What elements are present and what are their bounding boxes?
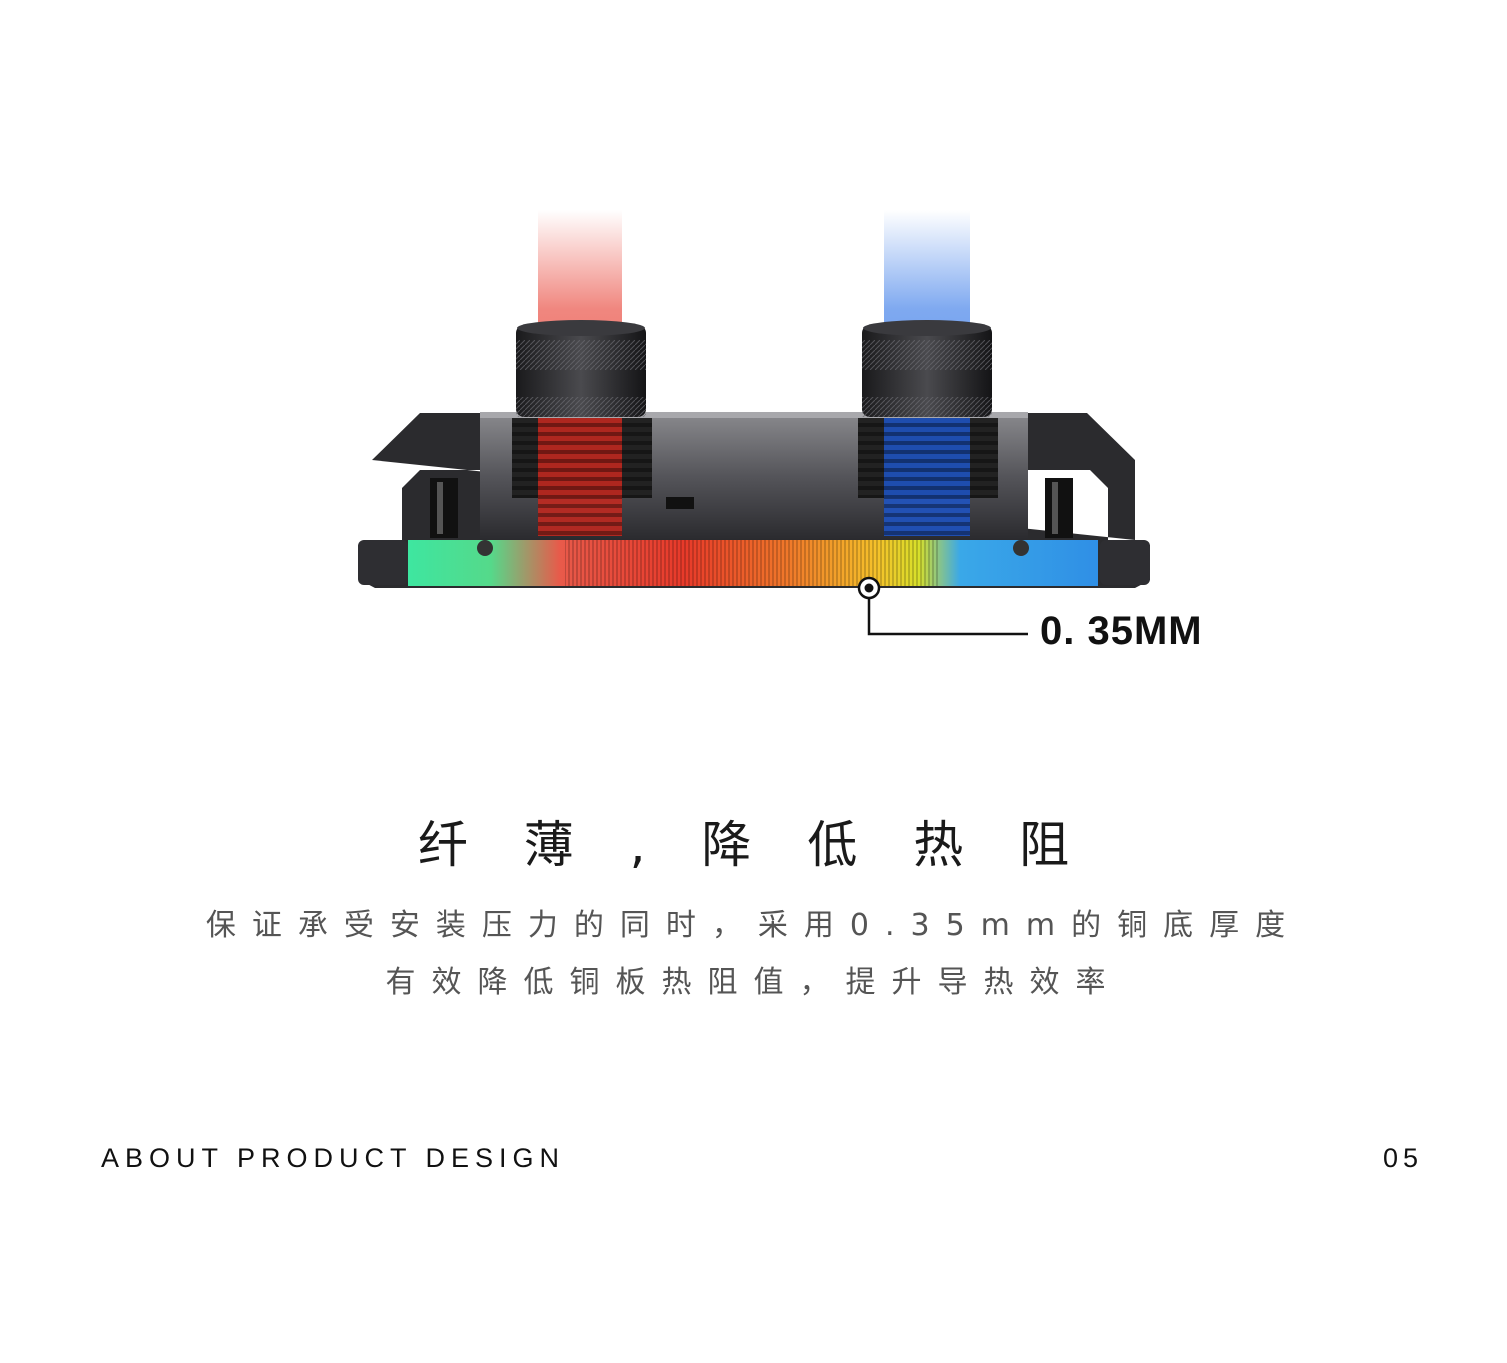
section-label: ABOUT PRODUCT DESIGN	[101, 1143, 566, 1173]
page-number: 05	[1382, 1143, 1423, 1173]
thickness-label: 0. 35MM	[1040, 609, 1203, 653]
measurement-callout	[857, 576, 1028, 636]
description-line-1: 保证承受安装压力的同时，采用0.35mm的铜底厚度	[205, 908, 1302, 943]
water-block-cross-section-illustration	[358, 210, 1150, 636]
headline: 纤 薄 , 降 低 热 阻	[417, 816, 1090, 874]
cold-fitting	[858, 320, 998, 536]
hot-fitting	[512, 320, 652, 536]
description-line-2: 有效降低铜板热阻值，提升导热效率	[385, 965, 1122, 1000]
